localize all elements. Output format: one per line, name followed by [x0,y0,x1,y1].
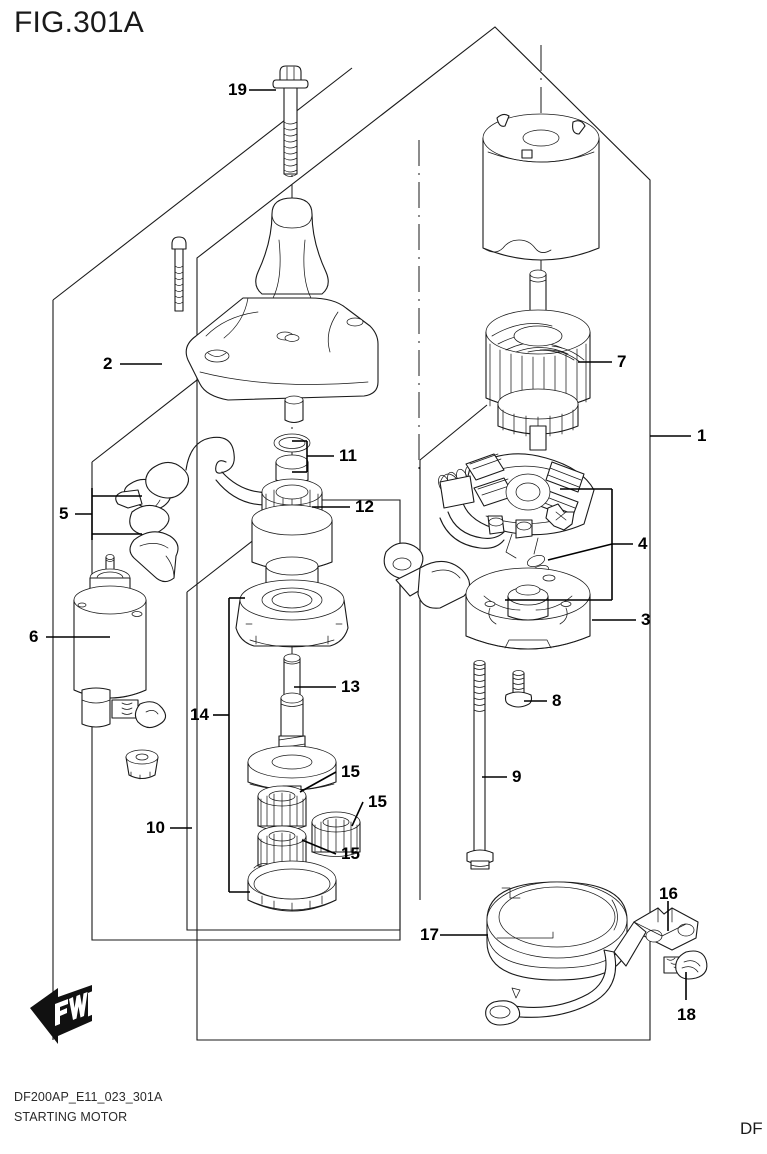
callout-3: 3 [641,610,651,629]
callout-7: 7 [617,352,627,371]
part-2-gear-case-cover [171,197,379,424]
part-9-through-bolt [466,660,494,870]
callout-14: 14 [190,705,209,724]
callout-13: 13 [341,677,360,696]
callout-11: 11 [339,446,357,465]
part-15-planetary-gears [257,785,361,871]
callout-16: 16 [659,884,678,903]
part-19-flange-bolt [272,65,309,177]
motor-yoke-housing [482,113,600,261]
planetary-gear-c [257,825,307,871]
callout-10: 10 [146,818,165,837]
callout-18: 18 [677,1005,696,1024]
corner-model-code: DF [740,1119,763,1138]
part-12-pinion-clutch [251,478,333,598]
callout-15-a: 15 [341,762,360,781]
page-title: FIG.301A [14,6,144,39]
callout-6: 6 [29,627,39,646]
callout-leaders [46,89,691,1000]
part-7-armature [485,269,591,451]
part-11-snap-ring-stopper [273,433,311,485]
reduction-gear-housing [235,579,349,648]
cover-screw [171,236,187,312]
callout-19: 19 [228,80,247,99]
part-17-motor-band [485,881,628,1026]
brush-box-1 [465,453,505,481]
internal-ring-gear [247,860,337,912]
assembly-boundary-outline [52,26,651,1041]
planetary-gear-a [257,785,307,831]
callout-12: 12 [355,497,374,516]
part-8-screw [504,670,533,708]
callout-1: 1 [697,426,707,445]
figure-name-label: STARTING MOTOR [14,1110,128,1124]
part-6-solenoid [73,554,167,729]
fwd-direction-marker [30,985,99,1044]
part-4-brush-holder-set [383,453,595,609]
figure-code-label: DF200AP_E11_023_301A [14,1090,163,1104]
brush-box-3 [545,461,585,493]
part-13-output-shaft [247,653,337,805]
callout-5: 5 [59,504,69,523]
part-18-band-bolt [663,950,708,980]
planetary-gear-b [311,811,361,857]
part-3-end-housing [465,567,591,650]
callout-15-b: 15 [368,792,387,811]
callout-15-c: 15 [341,844,360,863]
part-10-rubber-plug [125,749,159,780]
callout-8: 8 [552,691,562,710]
callout-17: 17 [420,925,439,944]
part-16-band-bracket [613,907,699,967]
callout-9: 9 [512,767,522,786]
callout-4: 4 [638,534,648,553]
callout-2: 2 [103,354,113,373]
